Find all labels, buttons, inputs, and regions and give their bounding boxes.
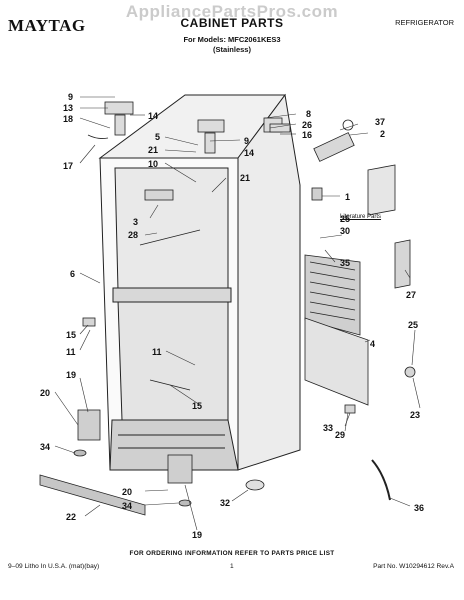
- callout-27: 27: [406, 290, 416, 300]
- callout-25: 25: [340, 214, 350, 224]
- callout-10: 10: [148, 159, 158, 169]
- tube-part: [371, 459, 391, 501]
- rear-grille: [304, 254, 361, 336]
- callout-25b: 25: [408, 320, 418, 330]
- callout-labels: 9 13 18 14 17 5 9 21 14 10 21 8 26 16 37…: [40, 92, 424, 540]
- callout-21b: 21: [240, 173, 250, 183]
- callout-28: 28: [128, 230, 138, 240]
- callout-14: 14: [148, 111, 158, 121]
- leader-lines: [54, 96, 421, 531]
- ordering-note: FOR ORDERING INFORMATION REFER TO PARTS …: [129, 550, 335, 557]
- top-hinge-parts: [87, 101, 291, 154]
- spacer-part: [344, 404, 356, 414]
- callout-30: 30: [340, 226, 350, 236]
- watermark: AppliancePartsPros.com: [125, 2, 339, 21]
- literature-parts-label: Literature Parts: [340, 214, 382, 220]
- callout-22: 22: [66, 512, 76, 522]
- callout-14b: 14: [244, 148, 254, 158]
- callout-5: 5: [155, 132, 160, 142]
- callout-32: 32: [220, 498, 230, 508]
- callout-8: 8: [306, 109, 311, 119]
- callout-34: 34: [40, 442, 50, 452]
- callout-3: 3: [133, 217, 138, 227]
- kick-plate: [39, 474, 146, 516]
- callout-26: 26: [302, 120, 312, 130]
- cap-part: [245, 479, 265, 491]
- callout-15b: 15: [192, 401, 202, 411]
- callout-23: 23: [410, 410, 420, 420]
- callout-4: 4: [370, 339, 375, 349]
- print-info: 9–09 Litho In U.S.A. (mat)(bay): [8, 563, 100, 570]
- page-number: 1: [230, 563, 234, 570]
- callout-17: 17: [63, 161, 73, 171]
- callout-19b: 19: [192, 530, 202, 540]
- callout-11b: 11: [152, 347, 162, 357]
- bracket-part: [394, 239, 411, 289]
- callout-1: 1: [345, 192, 350, 202]
- callout-18: 18: [63, 114, 73, 124]
- callout-33: 33: [323, 423, 333, 433]
- variant-line: (Stainless): [213, 45, 251, 54]
- page-title: CABINET PARTS: [180, 16, 284, 30]
- category-label: REFRIGERATOR: [395, 18, 454, 27]
- callout-9: 9: [68, 92, 73, 102]
- callout-20: 20: [40, 388, 50, 398]
- callout-35: 35: [340, 258, 350, 268]
- callout-29: 29: [335, 430, 345, 440]
- callout-21: 21: [148, 145, 158, 155]
- cabinet-shell: [98, 93, 301, 471]
- models-line: For Models: MFC2061KES3: [183, 35, 281, 44]
- access-cover: [304, 317, 369, 406]
- callout-13: 13: [63, 103, 73, 113]
- callout-6: 6: [70, 269, 75, 279]
- callout-11: 11: [66, 347, 76, 357]
- part-number: Part No. W10294612 Rev.A: [373, 563, 454, 570]
- callout-19: 19: [66, 370, 76, 380]
- callout-36: 36: [414, 503, 424, 513]
- callout-2: 2: [380, 129, 385, 139]
- literature-booklet: [367, 164, 396, 216]
- callout-9b: 9: [244, 136, 249, 146]
- roller-part: [404, 366, 416, 378]
- bottom-hinges: [77, 409, 193, 484]
- callout-16: 16: [302, 130, 312, 140]
- clip-part-1: [311, 187, 323, 201]
- leveling-legs: [73, 449, 192, 507]
- callout-15: 15: [66, 330, 76, 340]
- callout-20b: 20: [122, 487, 132, 497]
- brand-logo: MAYTAG: [8, 16, 86, 35]
- callout-37: 37: [375, 117, 385, 127]
- water-filter-housing: [313, 119, 355, 162]
- callout-34b: 34: [122, 501, 132, 511]
